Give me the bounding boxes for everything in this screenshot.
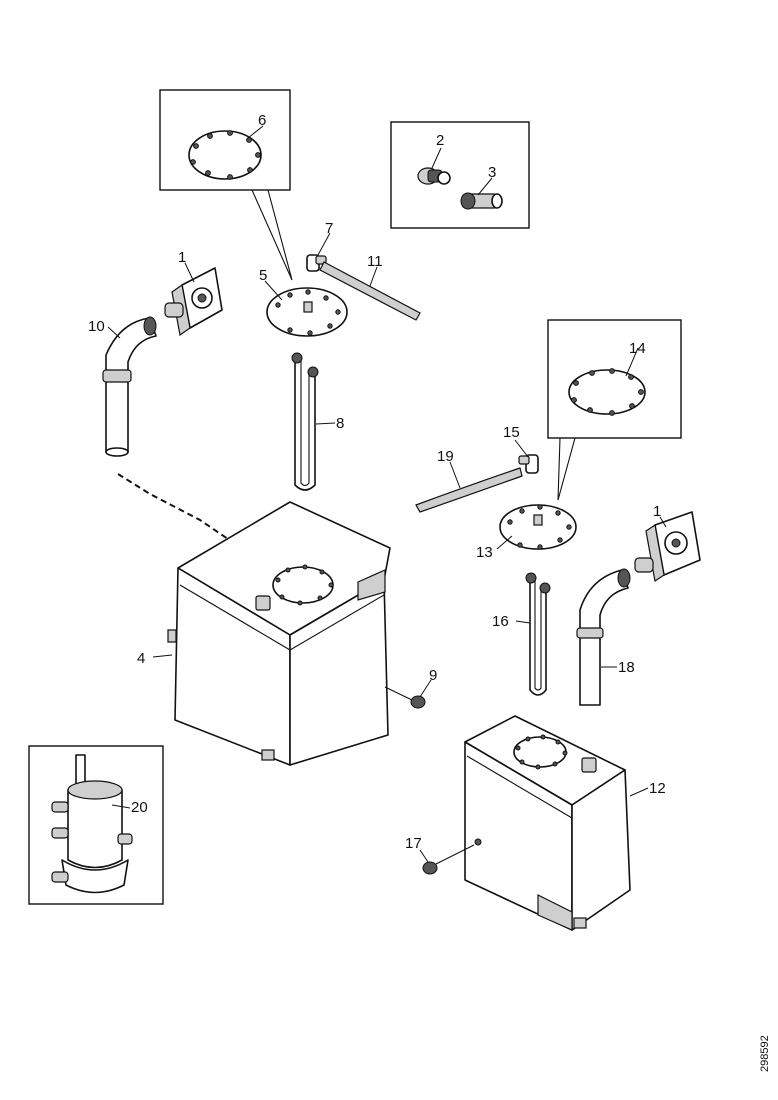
mounting-flange-13: [499, 504, 577, 550]
callout-13: 13: [476, 544, 493, 561]
callout-9: 9: [429, 667, 437, 684]
mounting-flange-5: [266, 287, 348, 337]
right-tank-assembly: [415, 454, 701, 931]
pickup-tube-8: [291, 352, 319, 491]
hose-19: [415, 467, 523, 513]
callout-4: 4: [137, 650, 145, 667]
detail-box-gasket-6: [159, 89, 293, 281]
callout-19: 19: [437, 448, 454, 465]
left-tank-assembly: [102, 254, 426, 766]
callout-10: 10: [88, 318, 105, 335]
fitting-3: [460, 192, 503, 210]
callout-17: 17: [405, 835, 422, 852]
callout-7: 7: [325, 220, 333, 237]
breather-filter-left: [164, 267, 223, 337]
callout-3: 3: [488, 164, 496, 181]
callout-1: 1: [653, 503, 661, 520]
elbow-fitting-15: [518, 454, 539, 474]
callout-11: 11: [367, 253, 383, 270]
pickup-tube-16: [525, 572, 551, 696]
drain-plug-9: [384, 686, 426, 709]
leader-lines: [107, 125, 667, 863]
callout-5: 5: [259, 267, 267, 284]
callout-12: 12: [649, 780, 666, 797]
callout-labels: 1 1 2 3 4 5 6 7 8 9 10 11 12 13 14 15 16…: [88, 112, 666, 852]
hose-18: [576, 568, 631, 706]
callout-8: 8: [336, 415, 344, 432]
breather-filter-right: [634, 511, 701, 583]
document-number: 298592: [759, 1035, 771, 1072]
callout-20: 20: [131, 799, 148, 816]
fitting-2: [417, 167, 451, 185]
callout-1: 1: [178, 249, 186, 266]
detail-box-fittings-2-3: [390, 121, 530, 229]
callout-6: 6: [258, 112, 266, 129]
sender-rod-11: [319, 261, 421, 321]
callout-14: 14: [629, 340, 646, 357]
callout-16: 16: [492, 613, 509, 630]
hydraulic-tank-12: [464, 715, 631, 931]
hydraulic-tank-4: [167, 501, 391, 766]
callout-18: 18: [618, 659, 635, 676]
detail-box-gasket-14: [547, 319, 682, 501]
drain-plug-17: [422, 844, 475, 875]
callout-15: 15: [503, 424, 520, 441]
detail-box-pump-20: [28, 745, 164, 905]
callout-2: 2: [436, 132, 444, 149]
hose-10: [102, 316, 157, 457]
